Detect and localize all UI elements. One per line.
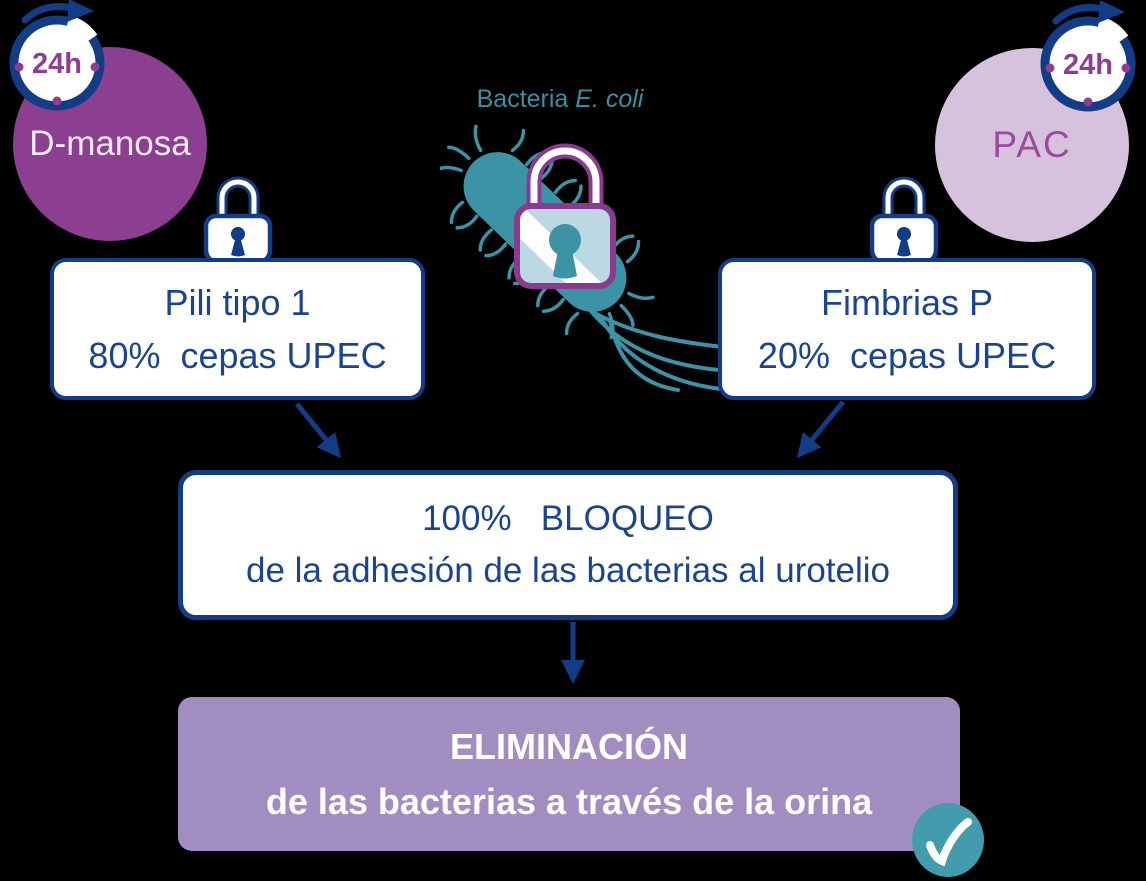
bloqueo-title: 100% BLOQUEO <box>422 498 714 538</box>
checkmark-icon <box>912 803 984 877</box>
eliminacion-title: ELIMINACIÓN <box>450 726 688 768</box>
padlock-icon-right <box>869 176 939 269</box>
24h-clock-ring-icon <box>1040 1 1136 112</box>
d-manosa-label: D-manosa <box>29 124 191 163</box>
eliminacion-box: ELIMINACIÓN de las bacterias a través de… <box>178 697 960 851</box>
d-manosa-circle: D-manosa <box>13 47 207 241</box>
pac-label: PAC <box>992 124 1072 165</box>
24h-clock-icon-right: 24h <box>1030 1 1146 121</box>
24h-label-right: 24h <box>1063 49 1113 81</box>
bloqueo-subtitle: de la adhesión de las bacterias al urote… <box>245 551 891 590</box>
24h-clock-ring-icon <box>9 0 105 111</box>
eliminacion-subtitle: de las bacterias a través de la orina <box>265 780 873 822</box>
arrow-left-to-center <box>295 402 342 459</box>
padlock-icon-left <box>203 176 273 269</box>
24h-clock-icon-left: 24h <box>0 0 119 120</box>
blocked-padlock-icon <box>514 143 616 289</box>
pili-tipo1-box: Pili tipo 1 80% cepas UPEC <box>50 258 425 400</box>
fimbrias-p-title: Fimbrias P <box>820 281 994 323</box>
bacteria-ecoli-label: Bacteria E. coli <box>476 85 644 113</box>
fimbrias-p-percentage: 20% cepas UPEC <box>757 335 1057 376</box>
bloqueo-box: 100% BLOQUEO de la adhesión de las bacte… <box>178 470 958 620</box>
pili-tipo1-title: Pili tipo 1 <box>164 281 311 323</box>
bacteria-ecoli-padlock-icon <box>440 124 754 392</box>
fimbrias-p-box: Fimbrias P 20% cepas UPEC <box>718 258 1096 400</box>
arrow-right-to-center <box>796 400 845 459</box>
24h-label-left: 24h <box>32 48 82 80</box>
pili-tipo1-percentage: 80% cepas UPEC <box>88 335 387 376</box>
